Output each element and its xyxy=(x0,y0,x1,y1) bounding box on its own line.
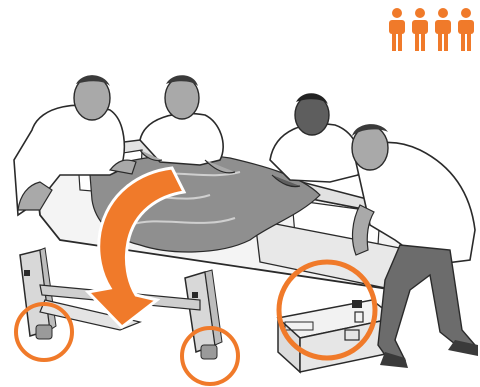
person-icon xyxy=(412,8,428,51)
people-required-indicator xyxy=(389,8,474,51)
person-icon xyxy=(389,8,405,51)
person-figure xyxy=(270,93,360,186)
person-figure xyxy=(140,75,235,173)
person-icon xyxy=(458,8,474,51)
person-icon xyxy=(435,8,451,51)
